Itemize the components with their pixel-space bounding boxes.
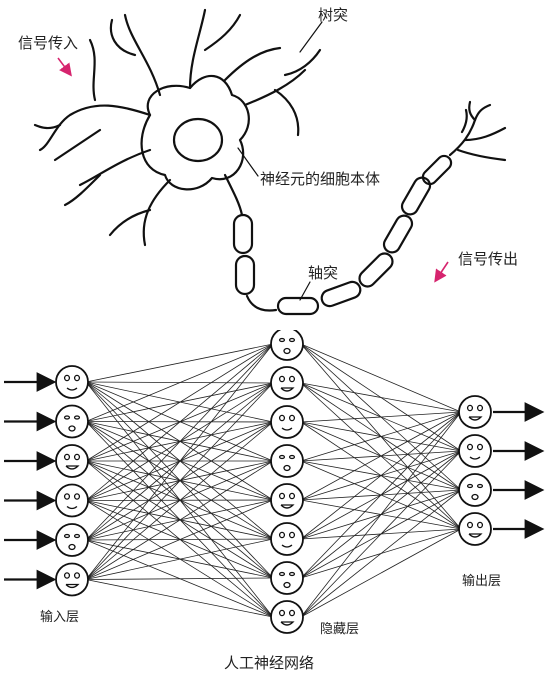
dendrite-branch [63,173,102,207]
input-neuron [55,483,89,518]
input-neuron [55,404,89,439]
dendrite-branch [78,148,152,187]
leader-line [299,281,311,301]
myelin-segment [382,214,414,254]
input-neuron [55,523,89,557]
dendrite-branch [243,68,307,107]
output-neuron [458,512,492,546]
connection-line [300,528,462,618]
myelin-segment [234,254,256,296]
dendrite-branch [33,123,62,130]
hidden-neuron [270,405,304,439]
myelin-segment [400,176,432,216]
myelin-segment [320,280,362,308]
nucleus [172,117,224,163]
connection-line [85,343,274,462]
signal-in-label: 信号传入 [18,34,79,52]
connection-line [85,343,274,501]
input-neuron [55,365,89,399]
connection-line [85,343,274,580]
hidden-neuron [270,330,304,361]
axon-hillock [223,173,244,217]
axon-terminal [448,118,477,157]
dendrite-branch [123,13,162,97]
dendrite-branch [88,38,97,102]
connection-line [300,343,462,413]
connection-line [85,343,274,383]
network-caption: 人工神经网络 [224,654,315,672]
axon-terminal [463,126,507,142]
connection-line [85,538,274,580]
output-neuron [458,395,492,429]
dendrite-branch [283,48,322,77]
dendrite-branch [38,104,152,152]
dendrite-branch [109,18,137,57]
myelin-segment [276,296,320,316]
connection-line [300,411,462,540]
myelin-segment [421,154,453,186]
hidden-neuron [270,522,304,556]
connection-line [300,382,462,413]
leader-line [237,147,259,177]
connections [85,343,462,618]
dendrite-branch [53,128,102,162]
connection-line [85,499,274,580]
connection-line [85,421,274,580]
dendrite-branch [223,46,282,82]
hidden-layer-label: 隐藏层 [320,622,360,637]
connection-line [85,343,274,541]
axon-terminal [468,100,477,122]
soma-outline [140,74,250,191]
dendrite-branch [203,13,242,52]
hidden-neuron [270,483,304,517]
hidden-neuron [270,366,304,400]
connection-line [85,382,274,580]
myelin-segment [232,213,254,255]
connection-line [300,489,462,618]
connection-line [300,411,462,501]
dendrite-branch [142,178,172,247]
connection-line [85,577,274,580]
dendrite-branch [188,8,207,90]
axon-terminal [460,108,468,134]
signal-arrows [57,57,449,283]
connection-line [85,343,274,422]
dendrites-label: 树突 [318,6,349,24]
signal-out-arrow [434,261,449,283]
hidden-neuron [270,561,304,595]
signal-in-arrow [57,57,72,77]
axon-terminal [456,148,507,162]
connection-line [85,579,274,618]
output-layer-label: 输出层 [462,574,502,589]
connection-line [300,450,462,618]
connection-line [300,411,462,618]
axon-label: 轴突 [308,264,339,282]
connection-line [85,460,274,580]
leader-line [299,21,323,53]
neural-network-diagram [4,330,545,634]
input-layer-label: 输入层 [40,610,80,625]
connection-line [300,411,462,579]
connection-line [300,411,462,462]
axon-terminal [473,103,492,122]
biological-neuron-illustration [33,8,507,316]
hidden-neuron [270,444,304,478]
hidden-neuron [270,600,304,634]
signal-out-label: 信号传出 [458,250,519,268]
input-neuron [55,562,89,597]
input-neuron [55,444,89,478]
output-neuron [458,434,492,468]
dendrite-branch [108,208,152,237]
dendrite-branch [273,88,300,137]
connection-line [300,411,462,423]
output-neuron [458,473,492,507]
soma-label: 神经元的细胞本体 [260,170,381,188]
myelin-segment [358,252,394,288]
axon-curve [245,294,278,312]
